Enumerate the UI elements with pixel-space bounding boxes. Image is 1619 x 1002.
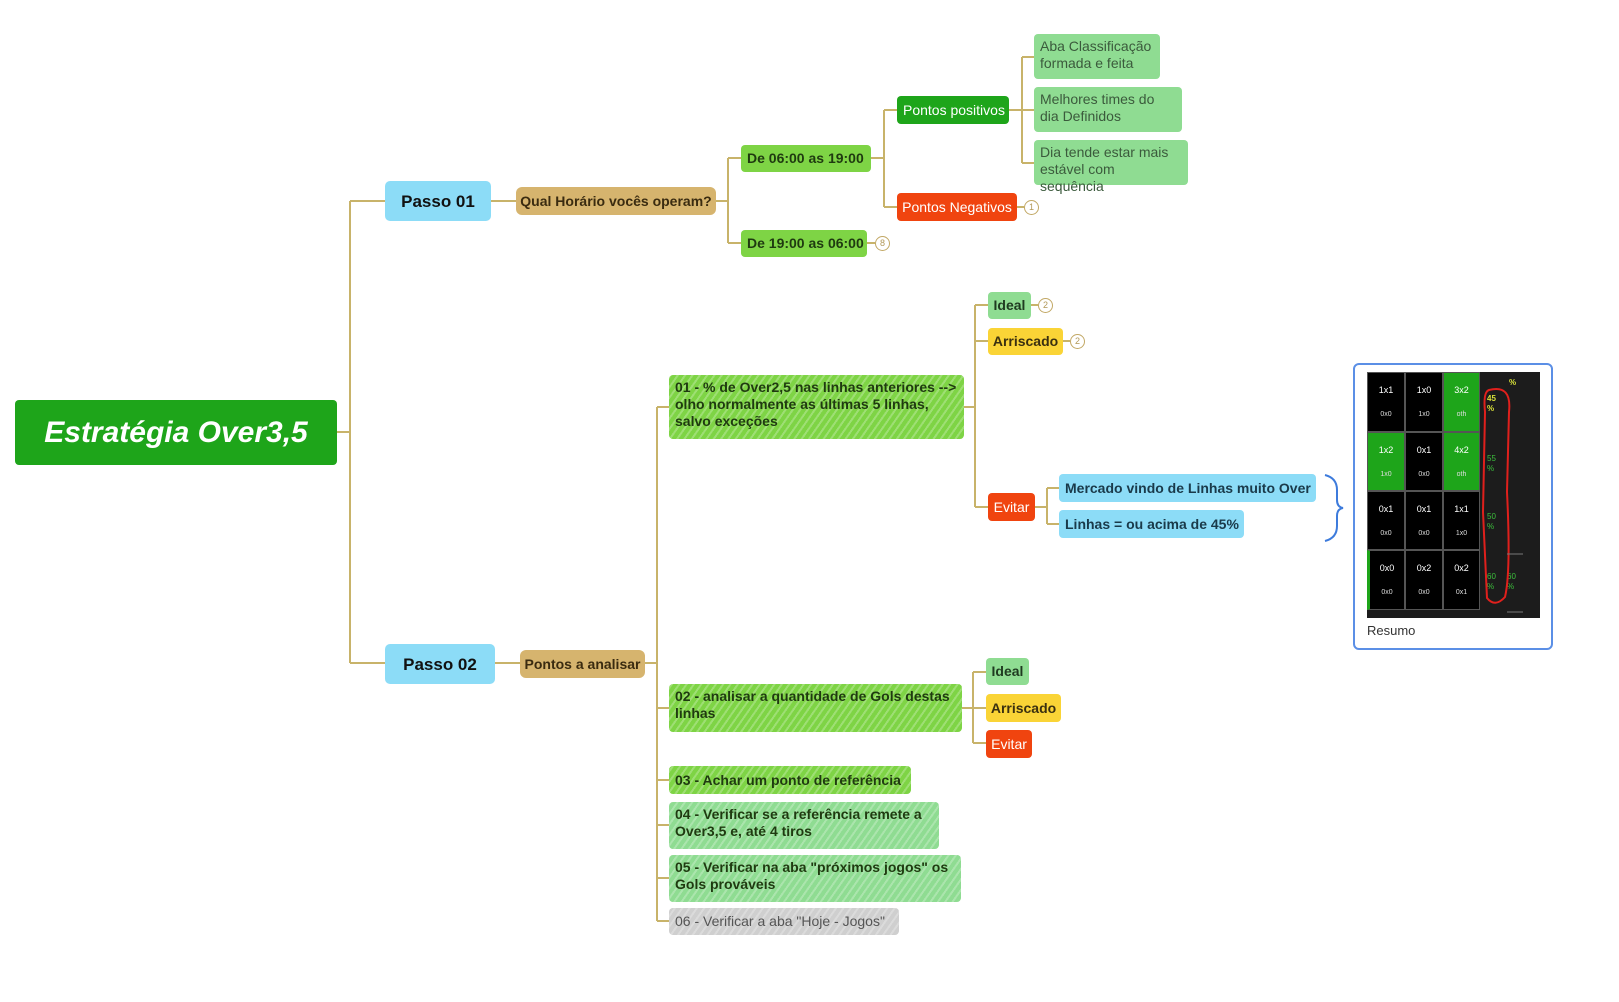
- passo-02-node[interactable]: Passo 02: [385, 644, 495, 684]
- positivo-item-3[interactable]: Dia tende estar mais estável com sequênc…: [1034, 140, 1188, 194]
- percent-label: 45 %: [1487, 394, 1496, 413]
- negativos-count-badge[interactable]: 1: [1024, 200, 1039, 215]
- positivo-item-2[interactable]: Melhores times do dia Definidos: [1034, 87, 1182, 132]
- percent-label: 60 %: [1507, 572, 1516, 591]
- pontos-negativos-node[interactable]: Pontos Negativos: [897, 193, 1017, 221]
- red-annotation-marker: [1481, 388, 1523, 613]
- percent-label: 50 %: [1487, 512, 1496, 531]
- analysis-item-06[interactable]: 06 - Verificar a aba "Hoje - Jogos": [669, 908, 899, 935]
- question-node[interactable]: Qual Horário vocês operam?: [516, 187, 716, 215]
- item1-ideal-node[interactable]: Ideal: [988, 292, 1031, 319]
- positivo-item-1[interactable]: Aba Classificação formada e feita: [1034, 34, 1160, 79]
- passo-01-node[interactable]: Passo 01: [385, 181, 491, 221]
- analysis-item-05[interactable]: 05 - Verificar na aba "próximos jogos" o…: [669, 855, 961, 902]
- analysis-item-04[interactable]: 04 - Verificar se a referência remete a …: [669, 802, 939, 849]
- summary-bracket: [1324, 474, 1344, 542]
- item2-evitar-node[interactable]: Evitar: [986, 730, 1032, 758]
- analysis-item-03[interactable]: 03 - Achar um ponto de referência: [669, 766, 911, 794]
- slot-night-node[interactable]: De 19:00 as 06:00: [741, 230, 867, 257]
- item1-ideal-badge[interactable]: 2: [1038, 298, 1053, 313]
- image-caption: Resumo: [1367, 623, 1416, 638]
- item2-arriscado-node[interactable]: Arriscado: [986, 694, 1061, 722]
- slot-night-count-badge[interactable]: 8: [875, 236, 890, 251]
- evitar-item-mercado[interactable]: Mercado vindo de Linhas muito Over: [1059, 474, 1316, 502]
- percent-label: 60 %: [1487, 572, 1496, 591]
- analysis-item-02[interactable]: 02 - analisar a quantidade de Gols desta…: [669, 684, 962, 732]
- slot-morning-node[interactable]: De 06:00 as 19:00: [741, 145, 871, 172]
- analysis-item-01[interactable]: 01 - % de Over2,5 nas linhas anteriores …: [669, 375, 964, 439]
- percent-label: %: [1509, 378, 1517, 387]
- percent-label: 55 %: [1487, 454, 1496, 473]
- root-topic[interactable]: Estratégia Over3,5: [15, 400, 337, 465]
- pontos-positivos-node[interactable]: Pontos positivos: [897, 96, 1009, 124]
- item1-arriscado-badge[interactable]: 2: [1070, 334, 1085, 349]
- item2-ideal-node[interactable]: Ideal: [986, 658, 1029, 685]
- item1-arriscado-node[interactable]: Arriscado: [988, 328, 1063, 355]
- topic-pontos-analisar[interactable]: Pontos a analisar: [520, 650, 645, 678]
- evitar-item-linhas[interactable]: Linhas = ou acima de 45%: [1059, 510, 1244, 538]
- item1-evitar-node[interactable]: Evitar: [988, 493, 1035, 521]
